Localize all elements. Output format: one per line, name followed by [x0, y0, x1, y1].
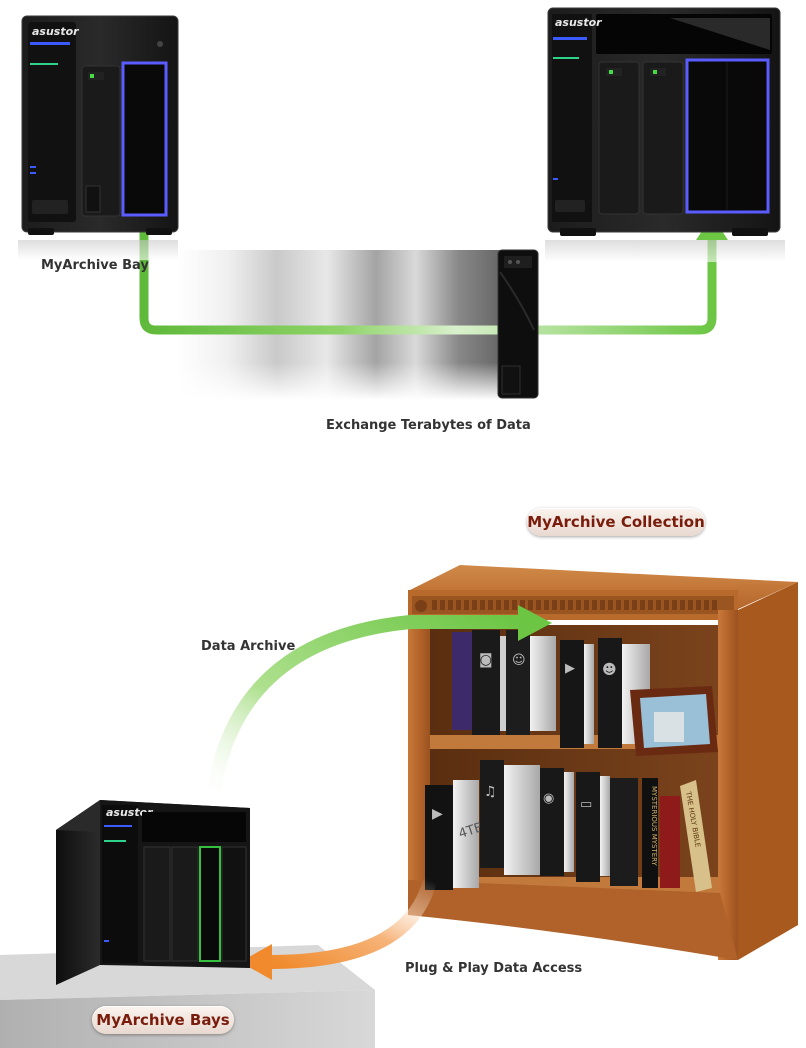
myarchive-bays-pill: MyArchive Bays: [92, 1006, 234, 1034]
data-archive-arrow-head: [518, 605, 552, 641]
data-archive-arrow: [205, 615, 520, 806]
book-purple: [452, 632, 472, 730]
bottom-diagram: ◙ ☺ ▶ ☻ 4TB ▶ ♫ ◉ ▭ MYSTERIOUS MYSTERY T…: [0, 565, 798, 1048]
motion-blur-drive: [178, 250, 508, 400]
nas-4bay-bottom: asustor: [56, 800, 250, 985]
myarchive-bay-slot: [121, 61, 168, 217]
photo-frame-icon: [630, 686, 718, 756]
nas-brand-logo: asustor: [32, 25, 79, 38]
myarchive-bays-highlight: [199, 846, 221, 962]
top-shelf-items: ◙ ☺ ▶ ☻: [452, 630, 718, 756]
music-icon: ♫: [484, 784, 497, 800]
transfer-arrow: [139, 222, 717, 335]
plug-play-label: Plug & Play Data Access: [405, 961, 583, 976]
nas-4bay: asustor: [545, 7, 785, 262]
book-red: [660, 796, 680, 888]
person-icon: ☺: [512, 653, 526, 668]
data-archive-label: Data Archive: [201, 639, 296, 654]
film-icon: ▶: [565, 661, 575, 676]
face-icon: ☻: [602, 662, 617, 678]
nas-2bay: asustor: [18, 15, 179, 260]
drive-capacity: 4TB: [457, 820, 486, 842]
top-diagram: asustor asustor: [18, 7, 785, 400]
book-bible: [680, 780, 712, 892]
myarchive-collection-pill: MyArchive Collection: [527, 508, 705, 536]
plug-play-arrow-head: [240, 944, 272, 980]
nas-brand-logo-bottom: asustor: [106, 806, 153, 819]
disc-icon: ◉: [543, 791, 554, 806]
exchange-label: Exchange Terabytes of Data: [326, 418, 531, 433]
myarchive-drive: [497, 249, 539, 399]
bottom-shelf-items: 4TB ▶ ♫ ◉ ▭ MYSTERIOUS MYSTERY THE HOLY …: [425, 760, 712, 892]
book-dark-title: MYSTERIOUS MYSTERY: [650, 786, 658, 867]
folder-icon: ▭: [580, 797, 592, 812]
camera-icon: ◙: [479, 652, 493, 668]
plug-play-arrow: [269, 878, 437, 969]
play-icon: ▶: [432, 806, 443, 822]
shelf-molding: [432, 600, 717, 610]
myarchive-bay-label: MyArchive Bay: [41, 258, 149, 273]
nas-brand-logo-right: asustor: [555, 16, 602, 29]
book-dark: [642, 778, 658, 888]
